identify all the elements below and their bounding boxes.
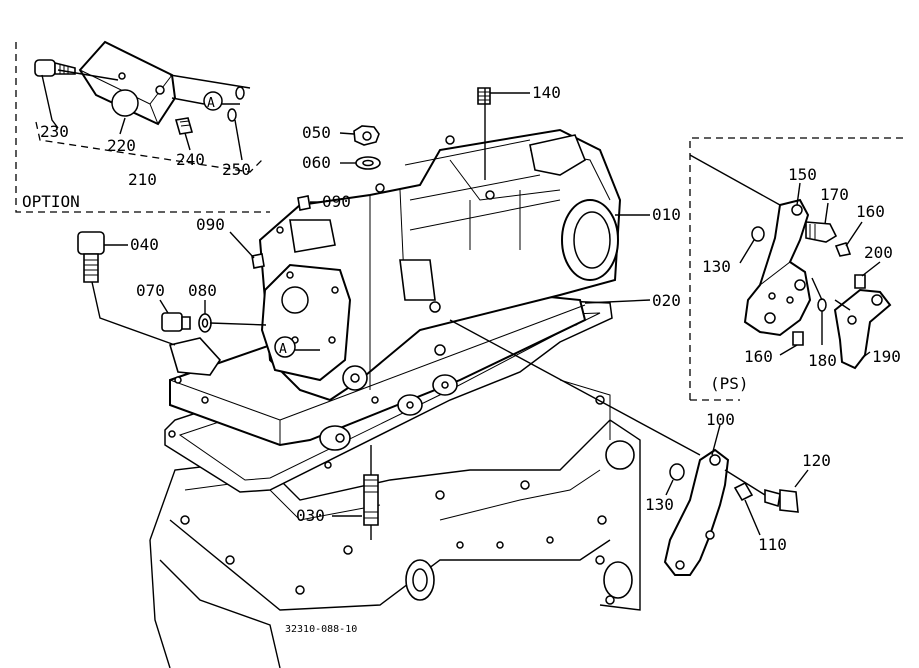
callout-240: 240 [176, 150, 205, 169]
ps-setscrew-160-top [834, 242, 852, 257]
setscrew-240 [174, 117, 194, 135]
callout-120: 120 [802, 451, 831, 470]
callout-020: 020 [652, 291, 681, 310]
callout-220: 220 [107, 136, 136, 155]
callout-130-main: 130 [645, 495, 674, 514]
ps-oring-180 [817, 298, 827, 312]
bolt-230 [34, 59, 76, 77]
ps-box-label: (PS) [710, 374, 749, 393]
bolt-120 [764, 488, 799, 513]
callout-080: 080 [188, 281, 217, 300]
setscrew-110 [733, 481, 754, 502]
main-leaders [91, 88, 809, 540]
stud-030 [363, 474, 379, 526]
ps-setscrew-160-bottom [792, 331, 804, 346]
callout-150: 150 [788, 165, 817, 184]
callout-130-ps: 130 [702, 257, 731, 276]
plug-090-top [297, 195, 311, 211]
callout-090-left: 090 [196, 215, 225, 234]
option-box: OPTION [15, 42, 270, 213]
oring-130-main [669, 463, 685, 481]
ref-mark-a-option: A [207, 96, 215, 111]
callout-170: 170 [820, 185, 849, 204]
callout-090-top: 090 [322, 192, 351, 211]
ps-bracket-150 [743, 198, 812, 337]
ps-bolt-170 [805, 221, 838, 243]
nut-050 [353, 125, 380, 146]
plug-070 [161, 312, 191, 332]
washer-080 [198, 313, 212, 333]
callout-110: 110 [758, 535, 787, 554]
option-box-border [15, 42, 270, 213]
callout-200: 200 [864, 243, 893, 262]
callout-160-bottom: 160 [744, 347, 773, 366]
block-220 [78, 40, 177, 126]
ps-setscrew-200 [854, 274, 866, 289]
plug-090-left [251, 253, 265, 269]
callout-070: 070 [136, 281, 165, 300]
callout-210: 210 [128, 170, 157, 189]
ref-mark-a-housing: A [279, 342, 287, 357]
drawing-number: 32310-088-10 [285, 624, 357, 635]
washer-060 [355, 156, 381, 170]
ps-leaders [689, 154, 881, 359]
ps-oring-130 [751, 226, 765, 242]
option-leaders: A [35, 69, 263, 173]
callout-060: 060 [302, 153, 331, 172]
callout-180: 180 [808, 351, 837, 370]
ps-box-border [689, 137, 905, 400]
bolt-040 [77, 231, 105, 283]
callout-030: 030 [296, 506, 325, 525]
orings-250 [227, 86, 245, 122]
callout-100: 100 [706, 410, 735, 429]
callout-050: 050 [302, 123, 331, 142]
callout-250: 250 [222, 160, 251, 179]
ps-box: (PS) [689, 137, 905, 401]
callout-160-top: 160 [856, 202, 885, 221]
callout-230: 230 [40, 122, 69, 141]
option-box-label: OPTION [22, 192, 80, 211]
callout-140: 140 [532, 83, 561, 102]
callout-040: 040 [130, 235, 159, 254]
callout-190: 190 [872, 347, 901, 366]
bracket-100 [663, 448, 730, 576]
setscrew-140 [477, 87, 491, 105]
ref-circle-a-housing [274, 336, 296, 358]
callout-010: 010 [652, 205, 681, 224]
